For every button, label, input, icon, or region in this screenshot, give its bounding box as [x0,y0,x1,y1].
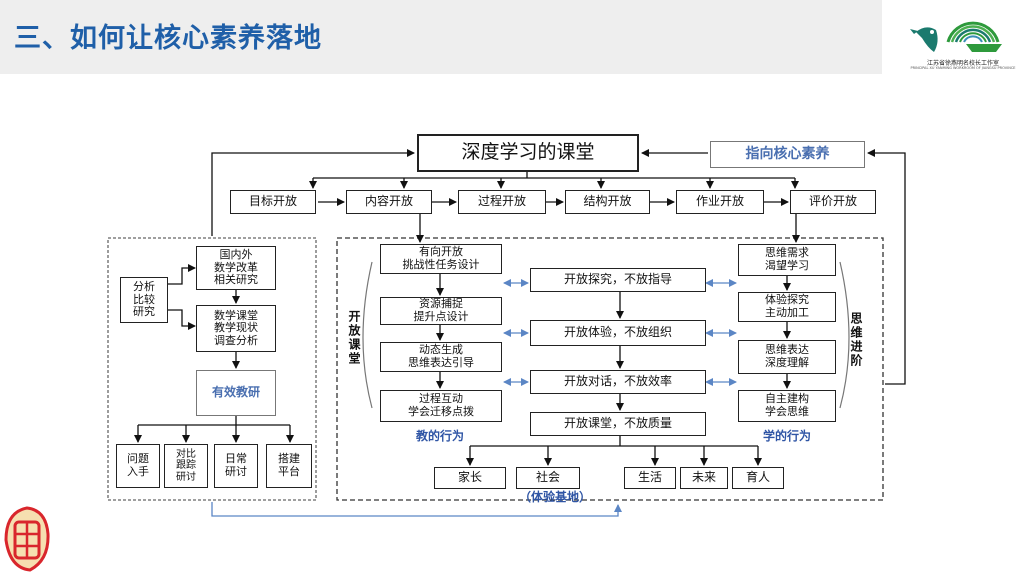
method-platform-box: 搭建 平台 [266,444,312,488]
openness-evaluation-box: 评价开放 [790,190,876,214]
deep-learning-classroom-box: 深度学习的课堂 [417,134,639,172]
survey-analysis-box: 数学课堂 教学现状 调查分析 [196,305,276,352]
center-item-3: 开放对话，不放效率 [530,370,706,394]
openness-goal-box: 目标开放 [230,190,316,214]
learning-item-4: 自主建构 学会思维 [738,390,836,422]
base-future-box: 未来 [680,467,728,489]
logo-text: 江苏省徐燕明名校长工作室 [926,60,999,67]
base-life-box: 生活 [624,467,676,489]
center-item-2: 开放体验，不放组织 [530,320,706,346]
logo-bird-icon [910,21,1002,52]
logo-subtext: PRINCIPAL XU YANMING WORKROOM OF JIANGSU… [910,66,1016,70]
openness-content-box: 内容开放 [346,190,432,214]
teaching-item-4: 过程互动 学会迁移点拨 [380,390,502,422]
analysis-compare-box: 分析 比较 研究 [120,277,168,323]
base-education-box: 育人 [732,467,784,489]
openness-process-box: 过程开放 [458,190,546,214]
teaching-item-1: 有向开放 挑战性任务设计 [380,244,502,274]
title-bar [0,0,882,74]
openness-homework-box: 作业开放 [676,190,764,214]
effective-research-box: 有效教研 [196,370,276,416]
learning-item-2: 体验探究 主动加工 [738,292,836,322]
method-compare-box: 对比 跟踪 研讨 [164,444,208,488]
base-parents-box: 家长 [434,467,506,489]
method-daily-box: 日常 研讨 [214,444,258,488]
thinking-advance-side-label: 思维进阶 [849,312,863,368]
slide-title: 三、如何让核心素养落地 [14,23,322,54]
base-society-box: 社会 [516,467,580,489]
open-classroom-side-label: 开放课堂 [347,310,361,366]
learning-item-3: 思维表达 深度理解 [738,340,836,374]
openness-structure-box: 结构开放 [565,190,650,214]
domestic-research-box: 国内外 数学改革 相关研究 [196,246,276,290]
learning-behavior-label: 学的行为 [762,429,811,443]
experience-base-label: （体验基地） [518,490,591,504]
learning-item-1: 思维需求 渴望学习 [738,244,836,276]
teaching-item-2: 资源捕捉 提升点设计 [380,297,502,325]
center-item-1: 开放探究，不放指导 [530,268,706,292]
teaching-behavior-label: 教的行为 [415,429,464,443]
seal-stamp-icon [4,506,50,572]
center-item-4: 开放课堂，不放质量 [530,412,706,436]
teaching-item-3: 动态生成 思维表达引导 [380,342,502,372]
core-literacy-box: 指向核心素养 [710,141,865,168]
method-problem-box: 问题 入手 [116,444,160,488]
